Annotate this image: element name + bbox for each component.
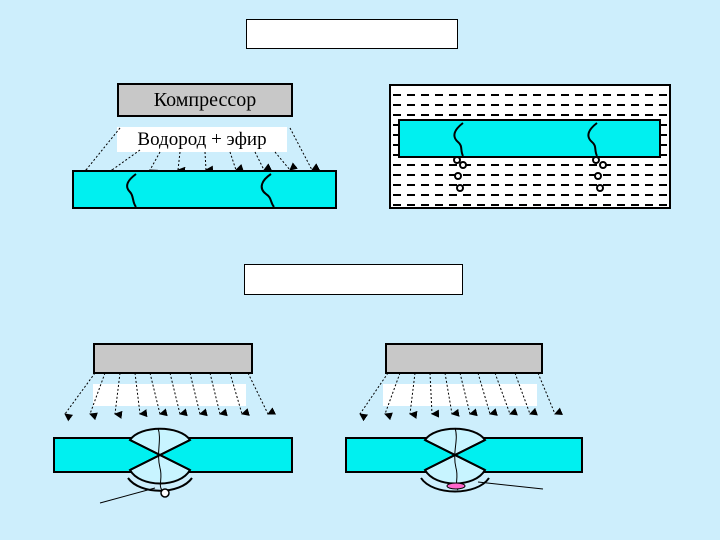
- spray-arrows-bottom-left: [64, 372, 277, 422]
- gas-label-box: Водород + эфир: [117, 127, 287, 152]
- weld-joint-bottom-right: [345, 427, 583, 493]
- section-title-box-top: [246, 19, 458, 49]
- section-title-box-middle: [244, 264, 463, 295]
- specimen-top-right: [398, 119, 661, 158]
- device-bottom-right: [385, 343, 543, 374]
- compressor-box: Компрессор: [117, 83, 293, 117]
- bubbles-right: [592, 156, 607, 192]
- crack-right-1: [453, 122, 464, 157]
- weld-joint-bottom-left: [53, 427, 293, 504]
- spray-arrows-top-left: [85, 127, 321, 179]
- specimen-top-left: [72, 170, 337, 209]
- bubbles-left: [453, 156, 467, 192]
- spray-arrows-bottom-right: [359, 372, 563, 422]
- spray-label-bottom-left: [93, 384, 246, 406]
- compressor-label: Компрессор: [153, 88, 257, 111]
- crack-left-2: [260, 173, 275, 208]
- gas-label: Водород + эфир: [137, 128, 267, 150]
- crack-right-2: [587, 122, 598, 157]
- spray-label-bottom-right: [383, 384, 537, 406]
- device-bottom-left: [93, 343, 253, 374]
- crack-left-1: [126, 173, 137, 208]
